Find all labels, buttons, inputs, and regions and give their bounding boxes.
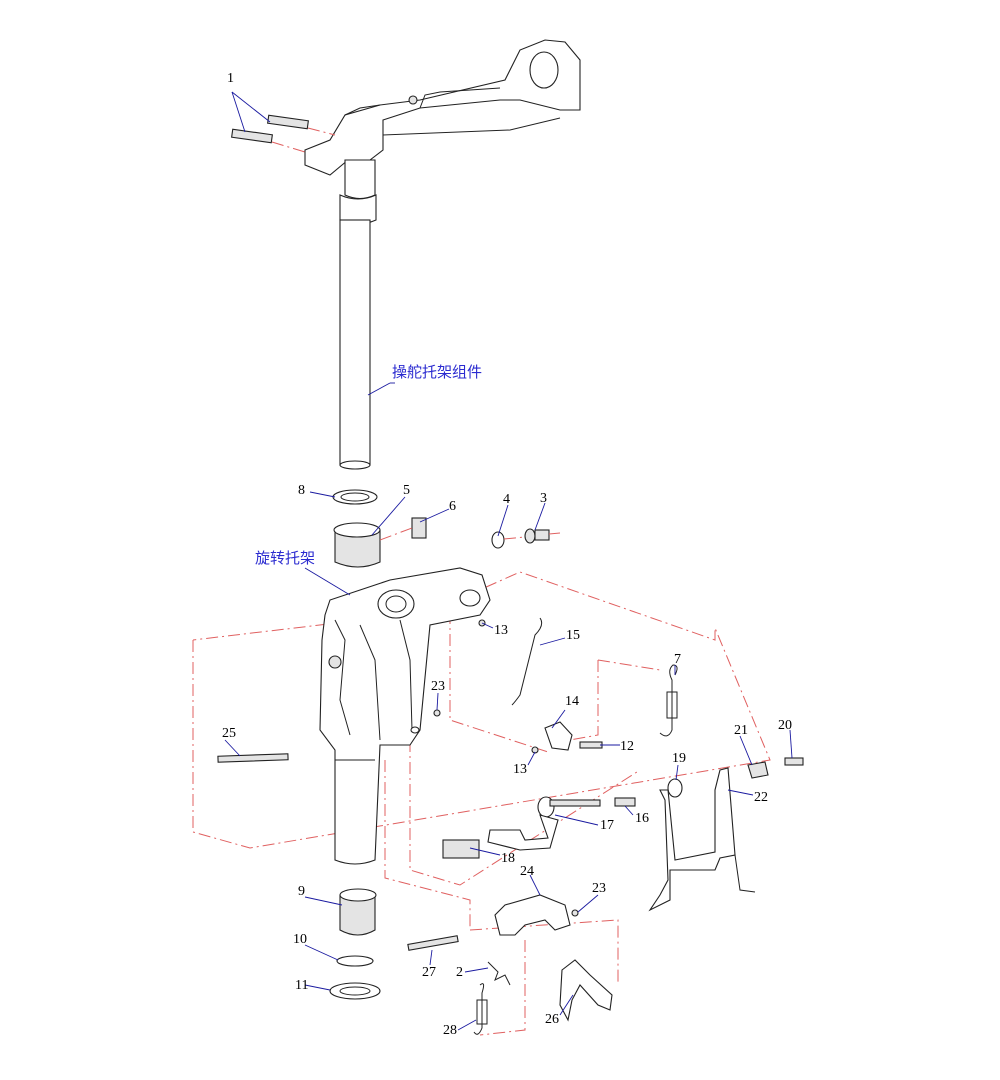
lever-26: [559, 959, 613, 1022]
bushing-9: [339, 894, 376, 936]
pin-16: [614, 797, 636, 807]
part-label-20: 20: [778, 718, 792, 733]
part-label-7: 7: [674, 652, 681, 667]
spring-2: [487, 961, 511, 986]
bolt-washer-4-3: [491, 528, 561, 549]
tilt-lock-24: [494, 894, 571, 936]
spring-pin-23b: [571, 909, 579, 917]
part-label-12: 12: [620, 739, 634, 754]
block-18: [442, 839, 480, 859]
tiller-bracket-assembly: [304, 39, 581, 470]
part-label-5: 5: [403, 483, 410, 498]
stud-bolts: [231, 114, 336, 153]
washer-10: [336, 955, 374, 967]
part-label-21: 21: [734, 723, 748, 738]
part-label-17: 17: [600, 818, 614, 833]
spring-28: [473, 983, 485, 1035]
pad-6: [411, 517, 427, 539]
part-label-9: 9: [298, 884, 305, 899]
pin-12: [579, 741, 603, 749]
part-label-11: 11: [295, 978, 308, 993]
shift-lever-22: [648, 767, 736, 912]
part-label-6: 6: [449, 499, 456, 514]
spring-7: [659, 664, 678, 737]
part-label-4: 4: [503, 492, 510, 507]
part-label-3: 3: [540, 491, 547, 506]
swivel-bracket: [319, 567, 491, 865]
assembly-label-tiller: 操舵托架组件: [392, 363, 482, 381]
washer-19: [667, 778, 683, 798]
washer-11: [329, 982, 381, 1000]
part-label-27: 27: [422, 965, 436, 980]
bracket-14: [544, 721, 573, 751]
part-label-23b: 23: [592, 881, 606, 896]
part-label-13a: 13: [494, 623, 508, 638]
assembly-guide-lines: [192, 571, 771, 1036]
part-label-25: 25: [222, 726, 236, 741]
pin-20: [784, 757, 804, 766]
part-label-16: 16: [635, 811, 649, 826]
part-label-2: 2: [456, 965, 463, 980]
shift-shaft-17: [487, 796, 601, 851]
bushing-5: [334, 529, 381, 568]
part-label-8: 8: [298, 483, 305, 498]
collar-21: [747, 761, 769, 779]
part-label-15: 15: [566, 628, 580, 643]
spring-pin-23a: [433, 709, 441, 717]
pin-27: [407, 935, 459, 951]
part-label-13b: 13: [513, 762, 527, 777]
part-label-19: 19: [672, 751, 686, 766]
part-label-28: 28: [443, 1023, 457, 1038]
part-label-14: 14: [565, 694, 579, 709]
assembly-label-swivel: 旋转托架: [255, 549, 315, 567]
washer-8: [332, 489, 378, 505]
link-rod-15: [511, 617, 543, 706]
part-label-10: 10: [293, 932, 307, 947]
nut-13b: [531, 746, 539, 754]
pin-25: [217, 753, 289, 763]
part-label-24: 24: [520, 864, 534, 879]
leader-lines: [224, 91, 793, 1031]
part-label-1: 1: [227, 71, 234, 86]
part-label-22: 22: [754, 790, 768, 805]
part-label-18: 18: [501, 851, 515, 866]
part-label-23a: 23: [431, 679, 445, 694]
part-label-26: 26: [545, 1012, 559, 1027]
